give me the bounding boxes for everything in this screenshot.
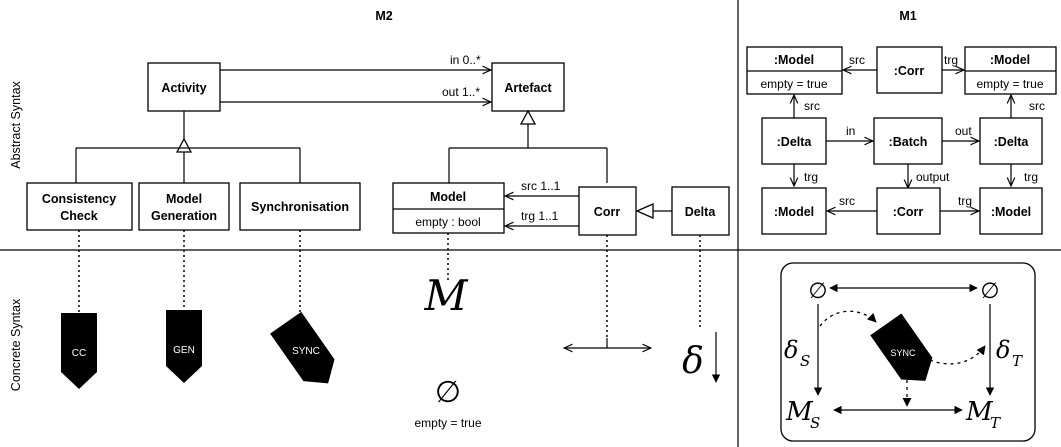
emptyset-symbol: ∅ xyxy=(435,375,461,410)
sync-box-sync-label: SYNC xyxy=(890,348,916,358)
abstract-syntax-label: Abstract Syntax xyxy=(9,80,23,168)
m1-batch xyxy=(873,117,943,165)
gen-icon xyxy=(166,310,202,383)
model-symbol: M xyxy=(423,271,468,320)
model-class-label: Model xyxy=(430,190,466,204)
sync-box-input-dotted xyxy=(819,310,877,327)
sync-box-delta-t: δ xyxy=(996,336,1010,364)
m1-bottom-src-label: src xyxy=(839,194,855,208)
m1-model-bottom-right-label: :Model xyxy=(991,205,1031,219)
trg-multiplicity: trg 1..1 xyxy=(521,209,559,223)
m1-out-label: out xyxy=(955,124,972,138)
sync-box-delta-t-sub: T xyxy=(1012,352,1023,370)
activity-label: Activity xyxy=(161,81,206,95)
m1-delta-right xyxy=(979,117,1043,165)
m1-delta-right-src-label: src xyxy=(1029,99,1045,113)
cc-icon-label: CC xyxy=(72,348,86,359)
m1-delta-right-trg-label: trg xyxy=(1024,170,1038,184)
m1-header: M1 xyxy=(899,9,916,23)
delta-inheritance-triangle xyxy=(635,203,654,219)
activity-class xyxy=(147,62,221,112)
m1-top-trg-label: trg xyxy=(944,53,958,67)
sync-box-delta-s: δ xyxy=(784,336,798,364)
consistency-check-line1: Consistency xyxy=(42,192,116,206)
sync-box-m-s: M xyxy=(785,397,814,427)
out-multiplicity: out 1..* xyxy=(442,85,480,99)
model-generation-line1: Model xyxy=(166,192,202,206)
consistency-check-line2: Check xyxy=(60,209,98,223)
m1-model-top-left-label: :Model xyxy=(774,53,814,67)
in-multiplicity: in 0..* xyxy=(450,53,481,67)
corr-class xyxy=(578,186,637,236)
m1-model-bottom-right xyxy=(979,187,1043,235)
artefact-label: Artefact xyxy=(504,81,552,95)
sync-box-empty-right: ∅ xyxy=(980,279,999,304)
sync-icon xyxy=(270,311,335,384)
gen-icon-label: GEN xyxy=(173,345,195,356)
m1-top-src-label: src xyxy=(849,53,865,67)
m1-batch-label: :Batch xyxy=(889,135,928,149)
artefact-class xyxy=(491,62,565,112)
concrete-syntax-label: Concrete Syntax xyxy=(9,298,23,391)
sync-icon-label: SYNC xyxy=(292,346,320,357)
m1-delta-left-src-label: src xyxy=(804,99,820,113)
sync-box-empty-left: ∅ xyxy=(808,279,827,304)
synchronisation-label: Synchronisation xyxy=(251,200,349,214)
model-generation-line2: Generation xyxy=(151,209,217,223)
m1-output-label: output xyxy=(916,170,950,184)
m1-model-top-left-attr: empty = true xyxy=(760,77,827,91)
sync-box-m-t-sub: T xyxy=(990,414,1001,432)
sync-box-sync-icon xyxy=(870,313,933,381)
delta-symbol: δ xyxy=(682,341,704,382)
corr-class-label: Corr xyxy=(594,205,621,219)
artefact-inheritance-triangle xyxy=(519,109,537,125)
sync-box-output-dotted xyxy=(929,345,986,365)
m1-delta-left-label: :Delta xyxy=(777,135,813,149)
sync-box-m-s-sub: S xyxy=(810,414,820,432)
m1-corr-bottom-label: :Corr xyxy=(893,205,924,219)
empty-true-caption: empty = true xyxy=(414,416,481,430)
m1-delta-right-label: :Delta xyxy=(994,135,1030,149)
m1-model-bottom-left xyxy=(761,187,827,235)
sync-box-m-t: M xyxy=(965,397,994,427)
m1-in-label: in xyxy=(846,124,855,138)
delta-class-label: Delta xyxy=(685,205,717,219)
m1-model-top-right-attr: empty = true xyxy=(976,77,1043,91)
activity-inheritance-triangle xyxy=(175,137,193,153)
m1-delta-left-trg-label: trg xyxy=(804,170,818,184)
m1-bottom-trg-label: trg xyxy=(958,194,972,208)
src-multiplicity: src 1..1 xyxy=(521,179,561,193)
m1-model-bottom-left-label: :Model xyxy=(774,205,814,219)
model-class-attr: empty : bool xyxy=(415,215,480,229)
sync-box-delta-s-sub: S xyxy=(800,352,810,370)
m1-model-top-right-label: :Model xyxy=(990,53,1030,67)
m1-corr-top-label: :Corr xyxy=(894,64,925,78)
cc-icon xyxy=(61,313,97,389)
m2-header: M2 xyxy=(375,9,392,23)
